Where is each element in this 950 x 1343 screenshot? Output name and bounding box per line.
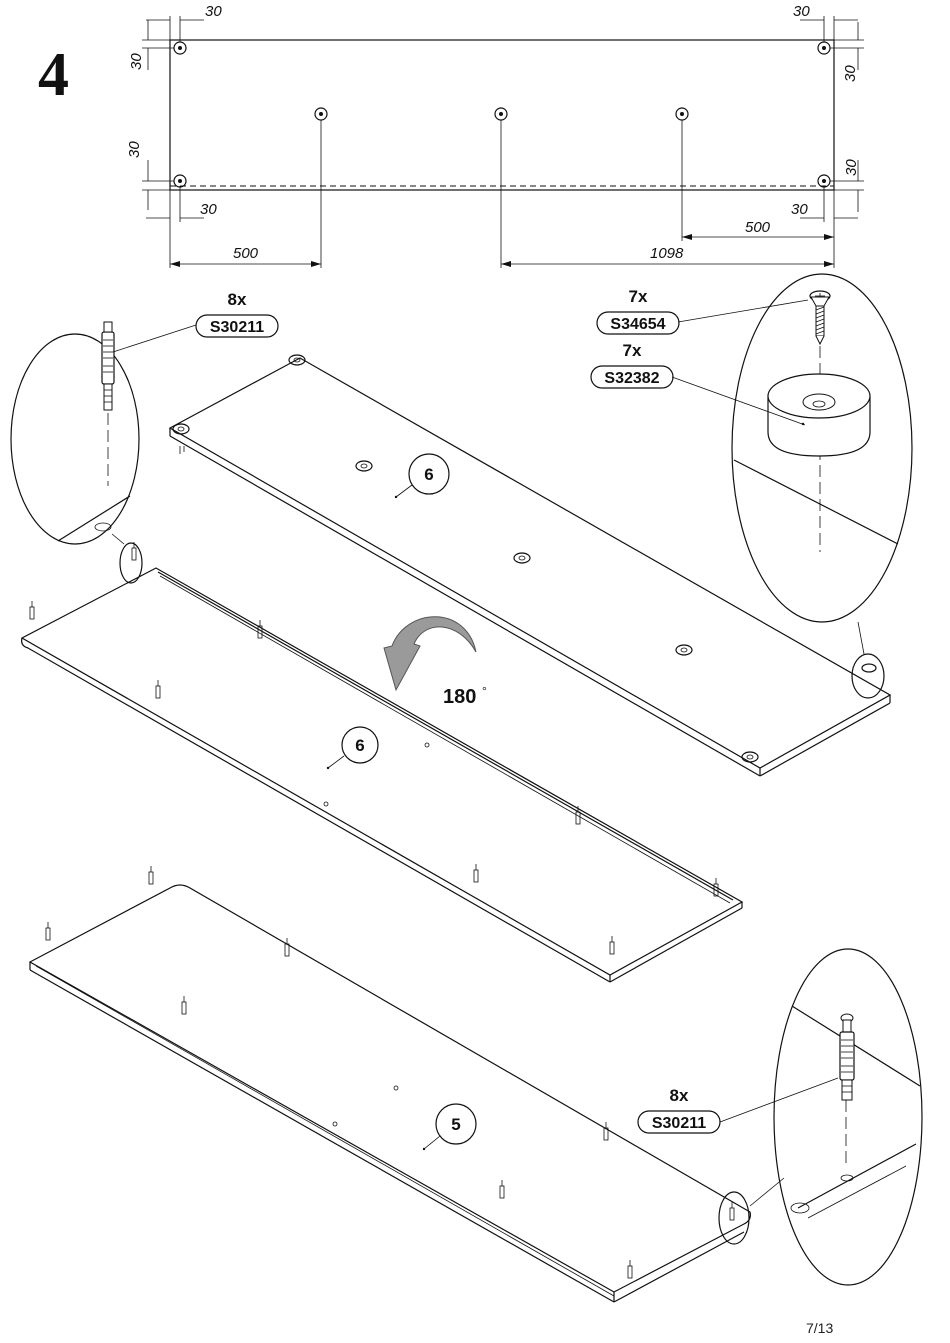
plan-board-outline	[169, 39, 835, 191]
rotation-arrow-icon	[383, 616, 477, 692]
qty-dowel-top: 8x	[228, 290, 247, 309]
code-screw: S34654	[610, 316, 665, 333]
foot-detail-bubble	[671, 273, 913, 699]
part-number-bottom-board: 5	[451, 1115, 460, 1134]
dim-left-500: 500	[233, 245, 259, 262]
dim-top-right-v: 30	[842, 65, 859, 82]
plan-view: 30 30 30 30 30 30 30 30 500 500 1098	[126, 3, 864, 268]
bottom-board-dowels	[45, 866, 735, 1279]
rotation-unit: °	[482, 684, 487, 698]
dim-bottom-right-v: 30	[843, 159, 860, 176]
dim-right-500: 500	[745, 219, 771, 236]
code-pill-foot-pad	[590, 365, 674, 389]
dim-1098: 1098	[650, 245, 684, 262]
dowel-detail-bubble-top	[10, 321, 197, 584]
dim-top-left-v: 30	[128, 53, 145, 70]
middle-board-dowels	[29, 542, 719, 955]
code-pill-dowel-bottom	[637, 1110, 721, 1134]
part-number-top-board: 6	[424, 465, 433, 484]
screw-icon	[809, 290, 831, 346]
part-label-circle-top	[408, 453, 450, 495]
code-pill-dowel-top	[195, 314, 279, 338]
qty-dowel-bottom: 8x	[670, 1086, 689, 1105]
code-dowel-bottom: S30211	[652, 1115, 706, 1132]
qty-screw: 7x	[629, 287, 648, 306]
bottom-board-part-5: 5	[28, 866, 751, 1303]
part-number-middle-board: 6	[355, 736, 364, 755]
dowel-detail-bubble-bottom	[718, 948, 923, 1286]
qty-foot-pad: 7x	[623, 341, 642, 360]
code-foot-pad: S32382	[604, 370, 659, 387]
dim-bottom-right-h: 30	[791, 201, 808, 218]
rotation-value: 180	[443, 686, 476, 708]
foot-pads	[172, 354, 877, 763]
page-number: 7/13	[806, 1320, 834, 1336]
dim-top-right-h: 30	[793, 3, 810, 20]
dowel-icon	[839, 1013, 855, 1101]
plan-holes	[173, 41, 831, 188]
dowel-icon	[101, 321, 115, 411]
top-board-part-6: 6	[168, 354, 892, 777]
dim-bottom-left-v: 30	[126, 141, 143, 158]
dim-bottom-left-h: 30	[200, 201, 217, 218]
part-label-circle-bottom	[435, 1103, 477, 1145]
step-number: 4	[38, 41, 69, 109]
code-pill-screw	[596, 311, 680, 335]
part-label-circle-middle	[341, 726, 379, 764]
foot-pad-icon	[767, 373, 871, 457]
middle-board-part-6: 6	[20, 542, 744, 983]
code-dowel-top: S30211	[210, 319, 264, 336]
dim-top-left-h: 30	[205, 3, 222, 20]
